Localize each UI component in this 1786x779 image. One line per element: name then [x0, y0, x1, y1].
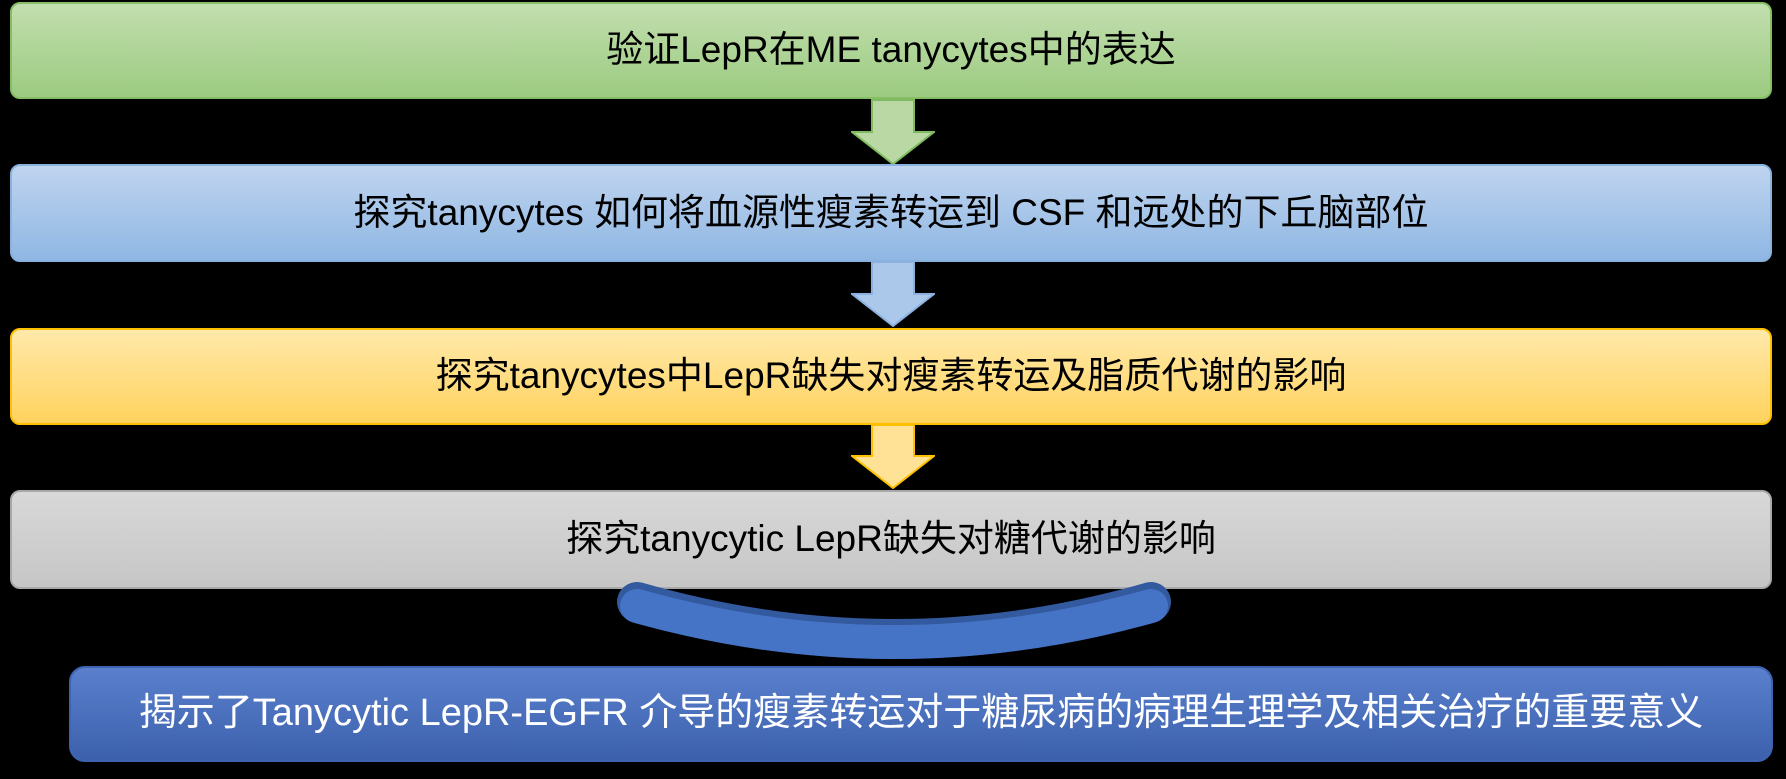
flow-step-4: 探究tanycytic LepR缺失对糖代谢的影响 [10, 490, 1772, 589]
flow-step-2-label: 探究tanycytes 如何将血源性瘦素转运到 CSF 和远处的下丘脑部位 [353, 191, 1429, 233]
flow-step-3-label: 探究tanycytes中LepR缺失对瘦素转运及脂质代谢的影响 [435, 355, 1347, 397]
flow-step-2: 探究tanycytes 如何将血源性瘦素转运到 CSF 和远处的下丘脑部位 [10, 164, 1772, 262]
down-arrow-icon-yellow [851, 424, 935, 489]
flow-step-5-conclusion: 揭示了Tanycytic LepR-EGFR 介导的瘦素转运对于糖尿病的病理生理… [69, 666, 1773, 762]
flow-step-4-label: 探究tanycytic LepR缺失对糖代谢的影响 [566, 518, 1216, 560]
flow-step-1: 验证LepR在ME tanycytes中的表达 [10, 2, 1772, 99]
flow-step-1-label: 验证LepR在ME tanycytes中的表达 [606, 29, 1176, 71]
flow-step-3: 探究tanycytes中LepR缺失对瘦素转运及脂质代谢的影响 [10, 328, 1772, 425]
curved-arrow-icon [617, 582, 1171, 659]
flow-step-5-label: 揭示了Tanycytic LepR-EGFR 介导的瘦素转运对于糖尿病的病理生理… [138, 692, 1704, 735]
down-arrow-icon-blue [851, 261, 935, 327]
down-arrow-icon-green [851, 99, 935, 165]
